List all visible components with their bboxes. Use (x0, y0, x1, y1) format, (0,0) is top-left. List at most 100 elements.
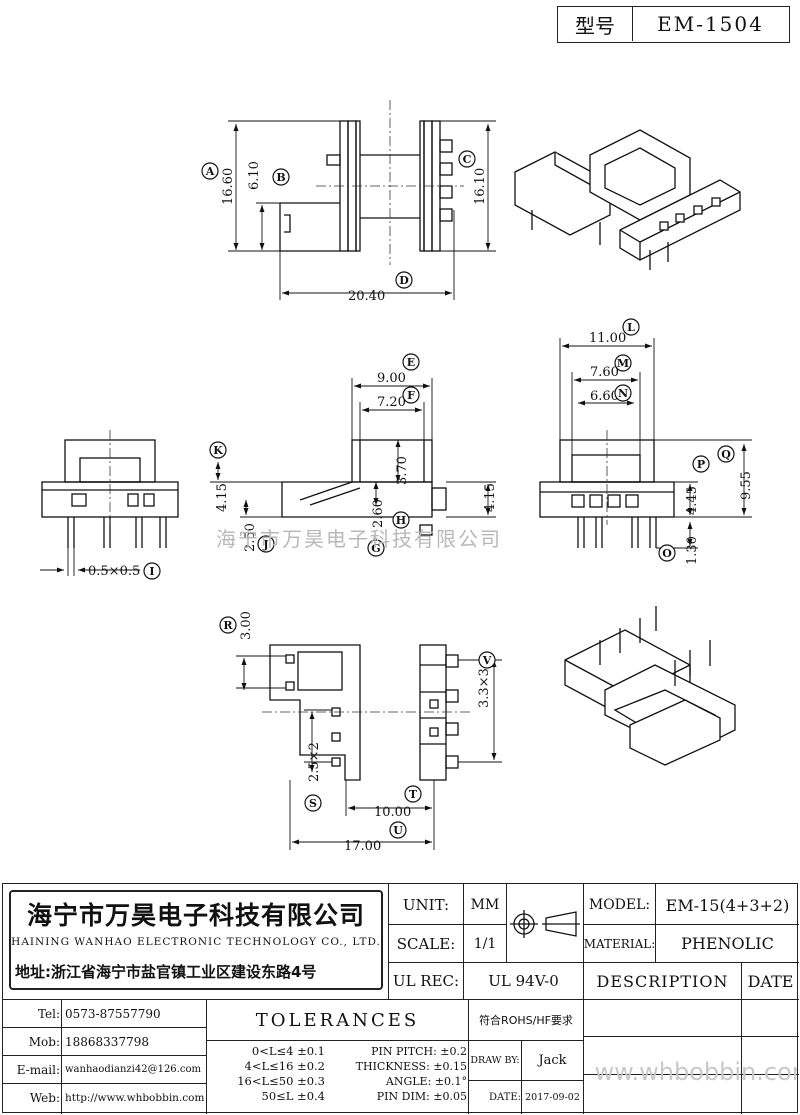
callout-S: S (304, 794, 322, 812)
svg-text:U: U (393, 824, 403, 837)
unit-label: UNIT: (402, 896, 450, 914)
model-value: EM-15(4+3+2) (665, 895, 790, 915)
ulrec-value: UL 94V-0 (488, 972, 559, 990)
footer-watermark: www.whbobbin.com (593, 1058, 797, 1086)
callout-V: V (478, 651, 496, 669)
callout-L: L (622, 318, 640, 336)
date-label: DATE: (488, 1091, 521, 1103)
material-label: MATERIAL: (584, 936, 655, 951)
mob-label: Mob: (28, 1034, 60, 1049)
dim-F-value: 7.20 (377, 395, 406, 410)
pin-side-view (419, 644, 459, 781)
date-value: 2017-09-02 (525, 1091, 580, 1103)
svg-text:D: D (399, 274, 409, 287)
callout-O: O (658, 544, 676, 562)
tolerance-list: 0<L≤4 ±0.1 4<L≤16 ±0.2 16<L≤50 ±0.3 50≤L… (209, 1044, 325, 1112)
email-value[interactable]: wanhaodianzi42@126.com (65, 1064, 201, 1075)
tel-value: 0573-87557790 (65, 1006, 161, 1021)
tel-label: Tel: (37, 1006, 60, 1021)
tolerance-row: 16<L≤50 ±0.3 (237, 1074, 325, 1088)
dim-T-value: 10.00 (374, 805, 411, 820)
callout-N: N (614, 384, 632, 402)
svg-text:S: S (309, 797, 317, 810)
model-header: 型号 EM-1504 (557, 6, 790, 43)
unit-value: MM (470, 897, 500, 913)
callout-K: K (209, 441, 227, 459)
svg-text:Q: Q (721, 448, 731, 461)
svg-text:T: T (409, 788, 418, 801)
dim-P-value: 4.45 (685, 486, 700, 515)
isometric-view-top (514, 129, 741, 270)
dim-D-value: 20.40 (348, 289, 385, 304)
scale-value: 1/1 (473, 935, 497, 952)
web-label: Web: (29, 1091, 60, 1105)
svg-text:I: I (149, 565, 154, 578)
tolerances-title: TOLERANCES (255, 1009, 420, 1031)
callout-A: A (201, 162, 219, 180)
svg-text:V: V (482, 654, 492, 667)
callout-F: F (402, 386, 420, 404)
isometric-view-bottom (564, 606, 736, 766)
rohs-compliance: 符合ROHS/HF要求 (479, 1014, 573, 1027)
dim-K-value: 4.15 (215, 483, 230, 512)
callout-I: I (143, 562, 161, 580)
dim-M-value: 7.60 (590, 365, 619, 380)
dim-V-value: 3.3×3 (477, 668, 492, 708)
drawby-label: DRAW BY: (470, 1055, 520, 1066)
dim-E-value: 9.00 (377, 371, 406, 386)
tolerance-row: 0<L≤4 ±0.1 (251, 1044, 325, 1058)
dim-K2-value: 4.15 (483, 483, 498, 512)
tolerance-list-2: PIN PITCH: ±0.2 THICKNESS: ±0.15 ANGLE: … (329, 1044, 467, 1112)
projection-symbol (510, 910, 580, 938)
ulrec-label: UL REC: (392, 972, 460, 990)
svg-text:F: F (407, 389, 415, 402)
scale-label: SCALE: (396, 934, 456, 953)
callout-M: M (614, 354, 632, 372)
tolerance-row: 4<L≤16 ±0.2 (244, 1059, 325, 1073)
svg-text:P: P (697, 458, 705, 471)
svg-text:L: L (627, 321, 635, 334)
tolerance-row: THICKNESS: ±0.15 (355, 1060, 467, 1073)
dim-O-value: 1.30 (685, 536, 700, 565)
mob-value: 18868337798 (65, 1034, 149, 1049)
callout-G: G (367, 539, 385, 557)
tolerance-row: PIN PITCH: ±0.2 (371, 1045, 467, 1058)
svg-text:K: K (213, 444, 223, 457)
svg-text:A: A (205, 165, 215, 178)
date-header: DATE (747, 971, 794, 991)
dim-H-value: 3.70 (395, 456, 410, 485)
dim-L-value: 11.00 (589, 331, 626, 346)
callout-U: U (389, 821, 407, 839)
svg-text:R: R (223, 619, 233, 632)
section-view (281, 439, 447, 536)
tolerance-row: PIN DIM: ±0.05 (376, 1090, 467, 1103)
company-name-en: HAINING WANHAO ELECTRONIC TECHNOLOGY CO.… (11, 936, 381, 948)
tolerance-row: 50≤L ±0.4 (261, 1089, 326, 1103)
callout-P: P (692, 455, 710, 473)
svg-text:B: B (276, 171, 285, 184)
svg-text:C: C (463, 153, 472, 166)
company-name-cn: 海宁市万昊电子科技有限公司 (26, 901, 365, 930)
callout-B: B (272, 168, 290, 186)
web-link[interactable]: http://www.whbobbin.com (65, 1092, 205, 1104)
dim-U-value: 17.00 (344, 839, 381, 854)
callout-R: R (219, 616, 237, 634)
technical-drawing: 16.60 6.10 16.10 20.40 9.00 7.20 3.70 2.… (40, 100, 754, 854)
dim-I-value: 0.5×0.5 (88, 564, 140, 579)
svg-text:J: J (262, 538, 268, 551)
callout-Q: Q (717, 445, 735, 463)
model-header-label: 型号 (558, 7, 633, 41)
svg-text:E: E (407, 356, 415, 369)
dim-R-value: 3.00 (239, 611, 254, 640)
dim-C-value: 16.10 (473, 168, 488, 205)
email-label: E-mail: (16, 1062, 60, 1077)
tolerance-row: ANGLE: ±0.1° (385, 1075, 467, 1088)
callout-J: J (257, 535, 275, 553)
svg-text:O: O (662, 547, 672, 560)
dim-A-value: 16.60 (221, 168, 236, 205)
dim-Q-value: 9.55 (739, 471, 754, 500)
model-header-value: EM-1504 (657, 12, 764, 36)
callout-T: T (404, 785, 422, 803)
company-panel: 海宁市万昊电子科技有限公司 HAINING WANHAO ELECTRONIC … (9, 890, 383, 990)
callout-C: C (458, 150, 476, 168)
